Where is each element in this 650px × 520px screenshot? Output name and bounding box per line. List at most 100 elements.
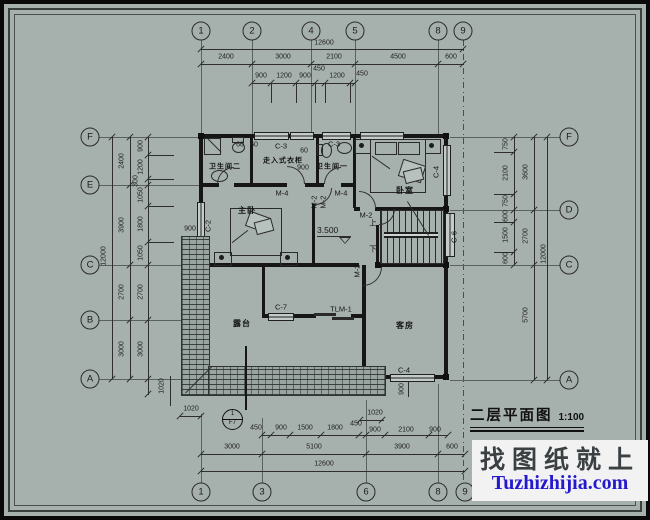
dimension-label: 12000 — [100, 246, 108, 266]
level-value: 3.500 — [317, 225, 339, 235]
room-label: 客房 — [396, 321, 414, 330]
terrace-parapet — [181, 236, 210, 396]
room-label: 主卧 — [238, 206, 256, 215]
dimension-label: 2700 — [522, 228, 530, 244]
room-label: 露台 — [233, 319, 251, 328]
wall — [291, 314, 316, 318]
wall — [380, 375, 392, 379]
dimension-label: 1200 — [276, 72, 292, 80]
plan-graphic — [201, 454, 465, 455]
sliding-door-tlm1 — [314, 313, 336, 316]
wall — [431, 375, 448, 379]
plan-graphic — [443, 133, 449, 139]
dimension-label: 750 — [502, 138, 510, 150]
plan-graphic — [201, 414, 202, 483]
dimension-label: 450 — [313, 65, 325, 73]
window — [290, 132, 314, 140]
component-tag: C-4 — [431, 165, 441, 179]
plan-graphic — [285, 255, 290, 260]
plan-graphic: F7 — [228, 420, 236, 426]
component-tag: C-7 — [274, 302, 288, 312]
sink — [211, 170, 228, 182]
level-triangle — [339, 237, 351, 244]
plan-graphic — [201, 64, 464, 65]
title-underline — [470, 427, 585, 428]
plan-graphic — [99, 320, 199, 321]
plan-graphic — [252, 83, 355, 84]
plan-graphic — [180, 416, 202, 417]
dimension-label: 1500 — [502, 227, 510, 243]
window-c6 — [445, 213, 455, 257]
dimension-label: 2100 — [326, 53, 342, 61]
window-c4 — [390, 374, 435, 382]
plan-graphic — [494, 252, 514, 253]
component-tag: M-4 — [275, 188, 289, 198]
component-tag: M-4 — [334, 188, 348, 198]
component-tag: 上 — [369, 218, 377, 228]
plan-graphic — [438, 384, 439, 483]
dimension-label: 12000 — [540, 244, 548, 264]
room-label: 卫生间二 — [209, 163, 241, 171]
dimension-label: 900 — [184, 225, 196, 233]
plan-graphic — [201, 471, 465, 472]
dimension-label: 2100 — [398, 426, 414, 434]
dimension-label: 60 — [236, 141, 244, 149]
pillow — [398, 142, 420, 155]
plan-graphic — [252, 40, 253, 134]
plan-graphic: 二层平面图 1:100 — [470, 404, 584, 425]
wall — [316, 136, 319, 184]
plan-graphic — [443, 374, 449, 380]
grid-bubble: 3 — [252, 482, 272, 502]
grid-bubble: E — [80, 175, 100, 195]
component-tag: C-4 — [397, 365, 411, 375]
plan-graphic — [366, 400, 367, 483]
wall — [362, 265, 366, 377]
wall — [354, 207, 360, 211]
watermark: 找图纸就上 Tuzhizhijia.com — [472, 440, 648, 501]
plan-graphic — [450, 380, 560, 381]
plan-graphic — [198, 133, 204, 139]
dimension-label: 1500 — [297, 424, 313, 432]
dimension-label: 900 — [299, 72, 311, 80]
grid-bubble: C — [80, 255, 100, 275]
toilet — [232, 142, 245, 153]
grid-bubble: 6 — [356, 482, 376, 502]
component-tag: C-3 — [274, 141, 288, 151]
dimension-label: 900 — [275, 424, 287, 432]
window-c7 — [268, 313, 294, 321]
dimension-label: 900 — [255, 72, 267, 80]
wall — [353, 136, 356, 208]
sheet-border-outer — [8, 8, 642, 512]
component-tag: C-2 — [203, 219, 213, 233]
plan-graphic — [547, 137, 548, 380]
plan-graphic — [148, 155, 174, 156]
grid-bubble: A — [80, 369, 100, 389]
toilet — [321, 143, 332, 158]
plan-graphic — [112, 137, 113, 379]
plan-graphic — [99, 137, 199, 138]
watermark-cn: 找图纸就上 — [479, 445, 640, 474]
plan-graphic — [315, 83, 316, 103]
plan-graphic — [262, 435, 448, 436]
wall — [262, 314, 271, 318]
terrace-parapet — [208, 366, 386, 396]
dimension-label: 3600 — [522, 164, 530, 180]
nightstand — [214, 252, 232, 266]
window-c4 — [443, 145, 451, 196]
plan-graphic — [148, 242, 174, 243]
dimension-label: 60 — [300, 147, 308, 155]
plan-graphic — [245, 346, 247, 410]
plan-graphic — [355, 40, 356, 134]
dimension-label: 2400 — [218, 53, 234, 61]
dimension-label: 3000 — [224, 443, 240, 451]
dimension-label: 450 — [356, 70, 368, 78]
plan-graphic — [494, 222, 514, 223]
plan-graphic — [359, 143, 364, 148]
dimension-label: 2100 — [502, 165, 510, 181]
grid-bubble: 5 — [345, 21, 365, 41]
plan-graphic — [325, 83, 326, 103]
wall — [312, 204, 315, 265]
dimension-label: 1050 — [137, 245, 145, 261]
dimension-label: 3900 — [118, 217, 126, 233]
